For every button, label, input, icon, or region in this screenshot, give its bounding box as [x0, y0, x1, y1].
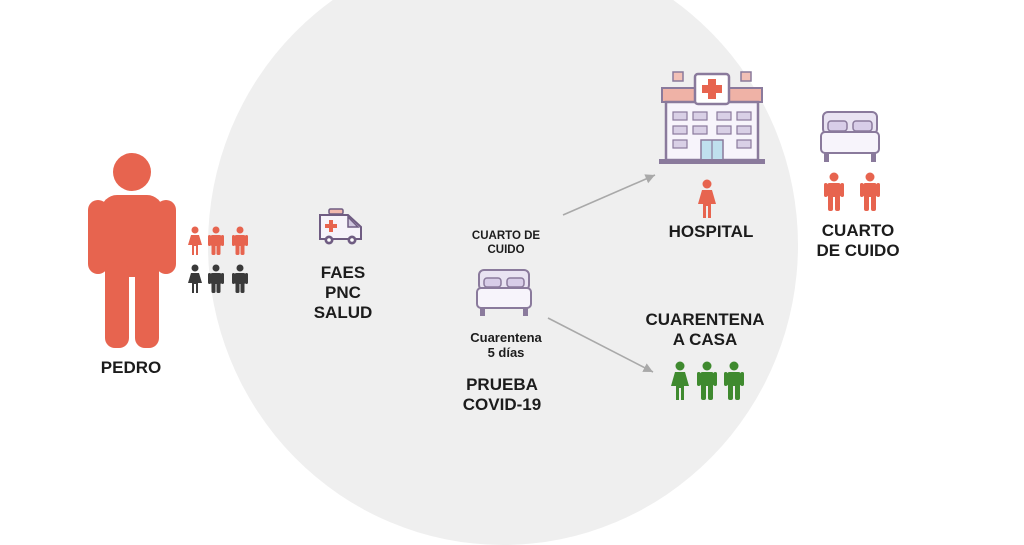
male-contact-icon	[208, 264, 224, 293]
cuarto-cuido-small-label: CUARTO DE CUIDO	[454, 230, 558, 257]
hospital-icon	[659, 71, 765, 164]
prueba-label: PRUEBA COVID-19	[442, 375, 562, 415]
male-home-icon	[697, 361, 717, 400]
cuarto-cuido-small-line-2: CUIDO	[487, 243, 525, 256]
pedro-label: PEDRO	[100, 358, 162, 377]
faes-label: FAES PNC SALUD	[298, 263, 388, 323]
male-contact-icon	[232, 264, 248, 293]
female-patient-icon	[698, 179, 716, 218]
cuarto-cuido-line-2: DE CUIDO	[816, 241, 900, 261]
cuarto-cuido-line-1: CUARTO	[821, 221, 895, 240]
arrow-to-hospital	[562, 174, 656, 216]
ambulance-icon	[319, 208, 362, 245]
bed-icon	[820, 111, 880, 162]
bed-icon	[476, 269, 532, 316]
arrow-to-casa	[547, 317, 654, 373]
female-contact-icon	[188, 264, 202, 293]
prueba-line-2: COVID-19	[462, 395, 542, 415]
cuarto-cuido-label: CUARTO DE CUIDO	[796, 221, 920, 261]
cuarentena-5-label: Cuarentena 5 días	[448, 330, 564, 361]
cuarentena-casa-line-1: CUARENTENA	[645, 310, 765, 329]
faes-line-3: SALUD	[313, 303, 373, 323]
cuarentena-casa-label: CUARENTENA A CASA	[630, 310, 780, 350]
male-contact-icon	[208, 226, 224, 255]
male-patient-icon	[824, 172, 844, 211]
faes-line-1: FAES	[320, 263, 366, 282]
prueba-line-1: PRUEBA	[466, 375, 538, 394]
female-contact-icon	[188, 226, 202, 255]
person-icon	[88, 153, 176, 348]
male-patient-icon	[860, 172, 880, 211]
cuarentena-casa-line-2: A CASA	[672, 330, 738, 350]
faes-line-2: PNC	[325, 283, 361, 303]
cuarentena-5-line-1: Cuarentena	[470, 330, 542, 345]
male-home-icon	[724, 361, 744, 400]
male-contact-icon	[232, 226, 248, 255]
hospital-label: HOSPITAL	[668, 222, 754, 241]
cuarto-cuido-small-line-1: CUARTO DE	[471, 230, 541, 242]
female-home-icon	[671, 361, 689, 400]
cuarentena-5-line-2: 5 días	[487, 345, 525, 361]
